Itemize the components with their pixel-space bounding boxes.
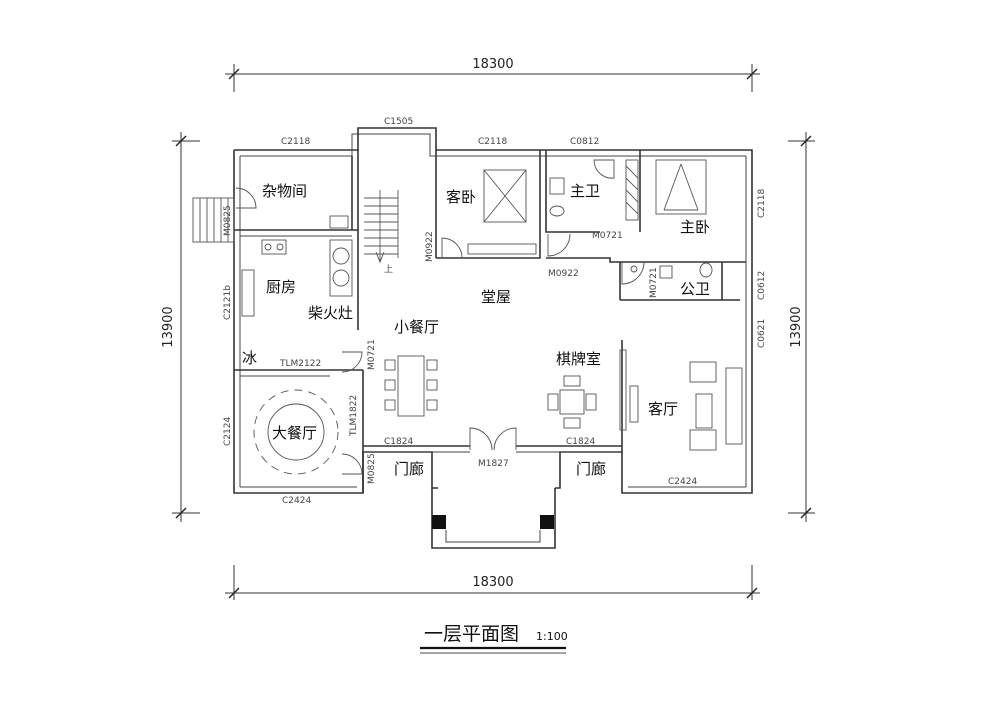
dimension-bottom-label: 18300 [472,575,513,590]
opening-codes: C1505 C2118 C2118 C0812 C2118 M0825 M092… [223,117,767,506]
code-m0721-public: M0721 [649,267,659,298]
code-c2118-right: C2118 [757,189,767,218]
room-label-public-bath: 公卫 [680,280,710,298]
code-tlm2122: TLM2122 [279,359,321,369]
code-c0612: C0612 [757,271,767,300]
room-label-small-dining: 小餐厅 [394,318,439,336]
code-m0922-mid: M0922 [548,269,579,279]
code-c2424-right: C2424 [668,477,697,487]
code-c1505: C1505 [384,117,413,127]
room-labels: 杂物间 客卧 主卫 主卧 厨房 柴火灶 堂屋 公卫 小餐厅 棋牌室 客厅 冰 大… [242,182,710,478]
dimension-top-label: 18300 [472,57,513,72]
room-label-porch-right: 门廊 [576,460,606,478]
staircase [364,190,399,264]
drawing-title-text: 一层平面图 [424,623,519,645]
code-c0812: C0812 [570,137,599,147]
code-c1824-right: C1824 [566,437,595,447]
room-label-wood-stove: 柴火灶 [308,304,353,322]
room-label-guest-bedroom: 客卧 [446,188,476,206]
dimension-left: 13900 [161,132,200,522]
room-label-main-hall: 堂屋 [481,288,511,306]
code-c0621: C0621 [757,319,767,348]
dimension-right-label: 13900 [789,306,804,347]
code-c2121b: C2121b [223,285,233,320]
code-m0825-top: M0825 [223,205,233,236]
doors [235,187,645,475]
dimension-bottom: 18300 [225,565,760,600]
dimension-left-label: 13900 [161,306,176,347]
furniture [192,159,743,475]
room-label-storage: 杂物间 [262,182,307,200]
room-label-master-bedroom: 主卧 [680,218,710,236]
room-label-fridge: 冰 [242,349,257,367]
code-c1824-left: C1824 [384,437,413,447]
code-m0922-left: M0922 [425,231,435,262]
room-label-mahjong-room: 棋牌室 [556,350,601,368]
code-c2118-left: C2118 [281,137,310,147]
dimension-right: 13900 [788,132,815,522]
room-label-master-bath: 主卫 [570,182,600,200]
code-c2118-mid: C2118 [478,137,507,147]
drawing-title: 一层平面图 1:100 [420,623,568,654]
code-m0825-bottom: M0825 [367,453,377,484]
code-m1827: M1827 [478,459,509,469]
code-tlm1822: TLM1822 [349,395,359,437]
room-label-porch-left: 门廊 [394,460,424,478]
code-c2424-left: C2424 [282,496,311,506]
walls [233,127,753,549]
code-m0721-dining: M0721 [367,339,377,370]
code-m0721-bath: M0721 [592,231,623,241]
room-label-kitchen: 厨房 [266,278,296,296]
room-label-large-dining: 大餐厅 [272,424,317,442]
code-c2124: C2124 [223,417,233,446]
stair-up-label: 上 [384,264,393,275]
room-label-living-room: 客厅 [648,400,678,418]
drawing-scale: 1:100 [536,630,568,643]
dimension-top: 18300 [225,57,760,92]
